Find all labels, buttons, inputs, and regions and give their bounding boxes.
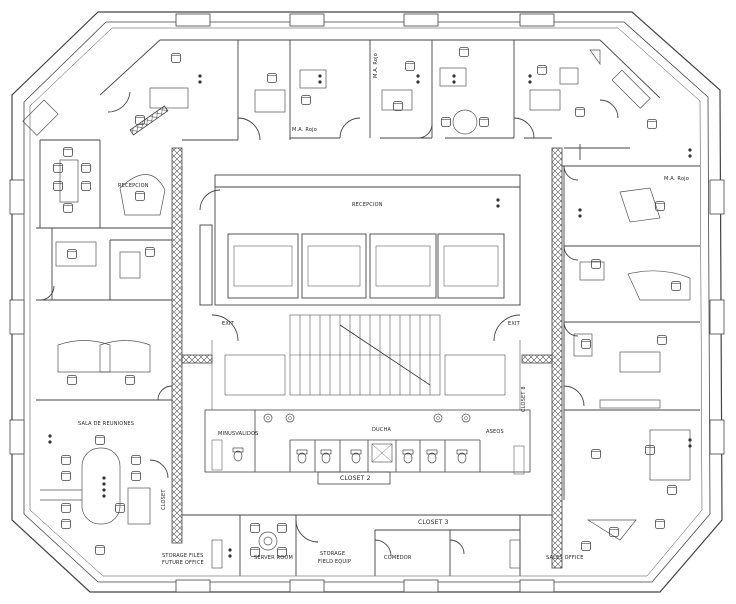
central-core — [199, 174, 521, 342]
right-chairs — [581, 201, 681, 551]
ducha-label: DUCHA — [372, 427, 392, 433]
core-hatched-walls — [129, 105, 563, 569]
left-chairs — [53, 147, 155, 555]
exterior-window-bays — [9, 13, 725, 593]
bottom-furniture — [258, 531, 278, 551]
bottom-rooms — [182, 514, 552, 576]
future-office-label: FUTURE OFFICE — [162, 560, 204, 566]
restrooms — [204, 409, 531, 485]
recepcion-core-label: RECEPCION — [352, 202, 383, 208]
building-outline — [11, 11, 723, 593]
field-equip-label: FIELD EQUIP — [318, 559, 352, 565]
exit-right-label: EXIT — [508, 321, 520, 327]
right-rooms — [562, 144, 700, 500]
storage-files-label: STORAGE FILES — [162, 553, 204, 559]
restroom-fixtures — [232, 413, 471, 464]
recepcion-left-label: RECEPCION — [118, 183, 149, 189]
closet-small-label: CLOSET — [161, 489, 167, 510]
ma-rojo-vertical-label: M.A. Rojo — [373, 53, 379, 78]
bottom-chairs — [250, 523, 287, 557]
aseos-label: ASEOS — [486, 429, 504, 435]
sala-reuniones-label: SALA DE REUNIONES — [78, 421, 135, 427]
closet-8-label: CLOSET 8 — [521, 386, 527, 412]
ma-rojo-top-label: M.A. Rojo — [292, 127, 317, 133]
ma-rojo-right-label: M.A. Rojo — [664, 176, 689, 182]
comedor-label: COMEDOR — [384, 555, 412, 561]
left-furniture — [40, 159, 166, 525]
sales-office-label: SALES OFFICE — [546, 555, 584, 561]
top-offices — [99, 39, 661, 149]
staircase — [211, 314, 521, 410]
top-office-furniture — [22, 49, 651, 136]
exit-left-label: EXIT — [222, 321, 234, 327]
closet-2-label: CLOSET 2 — [340, 475, 371, 482]
closet-3-label: CLOSET 3 — [418, 519, 449, 526]
left-rooms — [36, 139, 173, 479]
right-furniture — [573, 187, 691, 541]
minusvalidos-label: MINUSVALIDOS — [218, 431, 259, 437]
storage-field-label: STORAGE — [320, 551, 346, 557]
equipment-markers — [48, 74, 692, 558]
server-room-label: SERVER ROOM — [254, 555, 294, 561]
top-chairs — [135, 47, 657, 129]
